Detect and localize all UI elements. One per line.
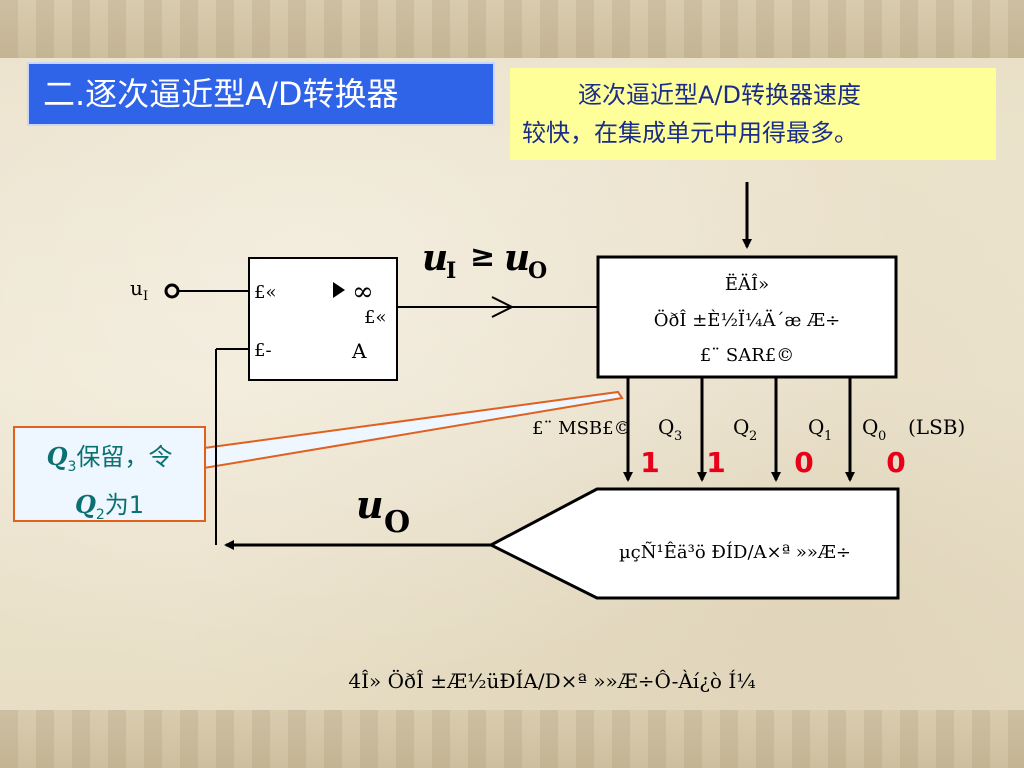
decorative-top-band [0,0,1024,58]
feedback-label: u O [356,482,410,540]
bit-q0: 0 [886,446,905,479]
note-box: 逐次逼近型A/D转换器速度 较快，在集成单元中用得最多。 [510,68,996,160]
dac-label: µçÑ¹Êä³ö ÐÍD/A×ª »»Æ÷ [619,540,851,563]
svg-text:Q: Q [808,415,824,439]
sar-line-2: ÖðÎ ±È½Ï¼Ä´æ Æ÷ [654,308,840,331]
svg-text:2: 2 [749,429,757,444]
svg-text:I: I [446,258,456,284]
svg-text:1: 1 [824,429,832,444]
svg-text:3: 3 [674,429,682,444]
svg-text:Q: Q [862,415,878,439]
svg-text:O: O [384,505,410,540]
signal-arrow-icon [491,296,515,318]
bit-q2: 1 [706,446,725,479]
input-label: u [130,276,143,300]
note-line-2: 较快，在集成单元中用得最多。 [522,119,858,147]
comparator-infinity: ∞ [352,277,374,307]
svg-text:≥: ≥ [470,239,495,274]
slide-title: 二.逐次逼近型A/D转换器 [27,62,495,126]
dac-block [487,487,900,600]
callout-line-1: Q3保留，令 [46,442,173,475]
svg-text:0: 0 [878,429,886,444]
svg-text:u: u [422,237,448,279]
svg-text:O: O [528,258,547,284]
sar-line-1: ËÄÎ» [725,272,769,295]
svg-text:Q: Q [658,415,674,439]
sar-register-box [596,255,898,379]
comparator-plus-1: £« [254,282,276,303]
callout-box: Q3保留，令 Q2为1 [13,426,206,523]
decorative-bottom-band [0,710,1024,768]
sar-line-3: £¨ SAR£© [700,345,795,366]
svg-text:u: u [504,237,530,279]
input-label-sub: I [143,289,148,304]
compare-label: u I ≥ u O [422,237,547,284]
sar-output-lines [623,377,855,482]
comparator-box [248,257,398,381]
comparator-minus: £- [254,340,272,361]
input-terminal [164,283,180,299]
bit-q3: 1 [640,446,659,479]
figure-caption: 4Î» ÖðÎ ±Æ½üÐÍA/D×ª »»Æ÷Ô-Àí¿ò Í¼ [348,668,755,693]
callout-line-2: Q2为1 [74,489,145,523]
msb-label: £¨ MSB£© [532,418,632,439]
comparator-a-label: A [351,339,367,363]
svg-text:u: u [356,482,384,527]
svg-text:Q: Q [733,415,749,439]
comparator-triangle-icon [333,282,345,298]
bit-q1: 0 [794,446,813,479]
note-line-1: 逐次逼近型A/D转换器速度 [578,81,861,109]
lsb-label: (LSB) [908,415,965,439]
comparator-plus-2: £« [364,307,386,328]
